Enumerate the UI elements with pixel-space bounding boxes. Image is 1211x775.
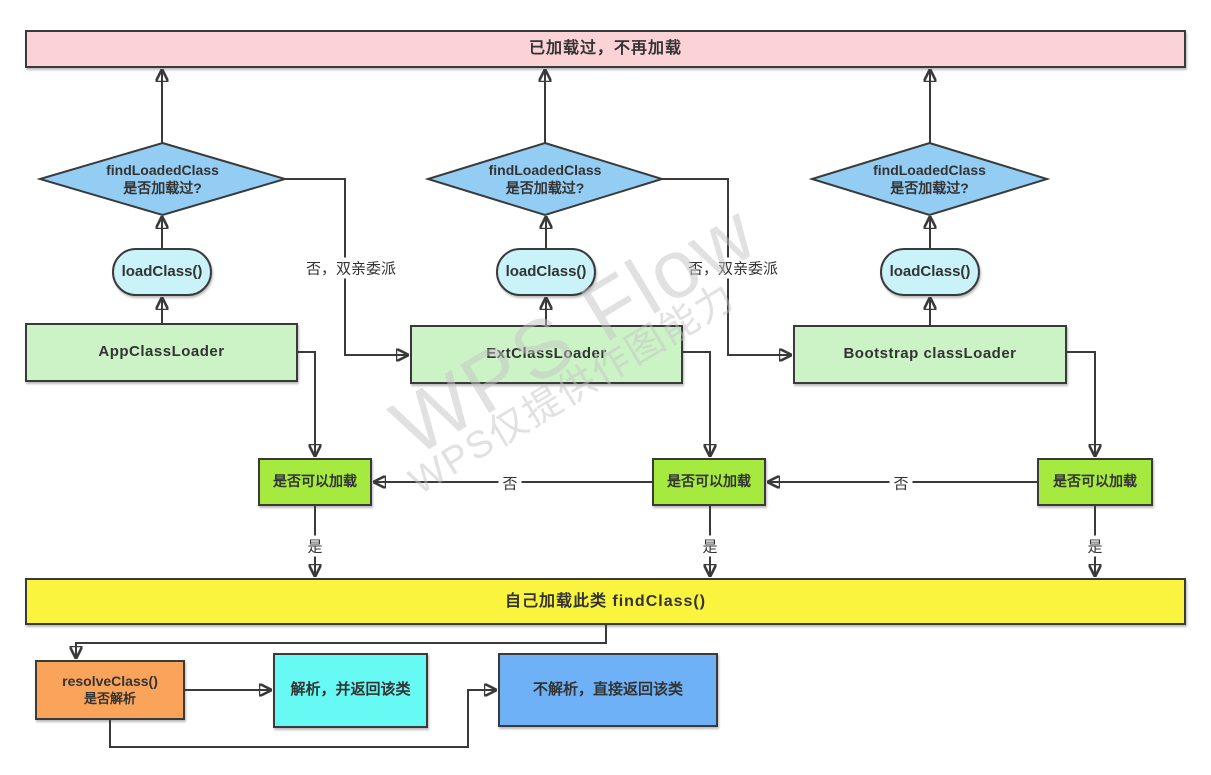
can-load-box-bootstrap: 是否可以加载	[1037, 458, 1153, 506]
find-loaded-class-diamond-ext: findLoadedClass 是否加载过?	[428, 143, 662, 215]
resolve-return-box: 解析，并返回该类	[273, 653, 428, 728]
find-loaded-class-diamond-bootstrap: findLoadedClass 是否加载过?	[812, 143, 1047, 215]
delegate-label-1: 否，双亲委派	[301, 257, 401, 279]
diamond-title: findLoadedClass	[873, 161, 986, 178]
diamond-shape	[428, 143, 662, 215]
no-label-1: 否	[498, 472, 522, 494]
can-load-box-ext: 是否可以加载	[652, 458, 766, 506]
already-loaded-bar: 已加载过，不再加载	[25, 30, 1186, 68]
edge-findclass-to-resolve	[76, 625, 607, 657]
edge-resolve-to-notresolved	[109, 690, 495, 748]
no-label-2: 否	[889, 472, 913, 494]
yes-label-3: 是	[1083, 535, 1107, 557]
find-class-bar: 自己加载此类 findClass()	[25, 578, 1186, 625]
edge-loader2-to-canload2	[683, 351, 710, 455]
edge-loader3-to-canload3	[1067, 351, 1095, 455]
app-class-loader-box: AppClassLoader	[25, 323, 298, 382]
delegate-label-2: 否，双亲委派	[683, 257, 783, 279]
diamond-question: 是否加载过?	[505, 180, 585, 196]
yes-label-2: 是	[698, 535, 722, 557]
ext-class-loader-box: ExtClassLoader	[410, 325, 683, 384]
diamond-title: findLoadedClass	[488, 161, 602, 178]
diamond-shape	[812, 143, 1047, 215]
resolve-title: resolveClass()	[62, 673, 158, 690]
diamond-question: 是否加载过?	[890, 180, 969, 196]
no-resolve-return-box: 不解析，直接返回该类	[498, 653, 718, 727]
load-class-node-app: loadClass()	[112, 248, 212, 296]
diamond-shape	[40, 143, 285, 215]
edge-loader1-to-canload1	[298, 351, 315, 455]
load-class-node-ext: loadClass()	[496, 248, 596, 296]
bootstrap-class-loader-box: Bootstrap classLoader	[793, 325, 1067, 384]
find-loaded-class-diamond-app: findLoadedClass 是否加载过?	[40, 143, 285, 215]
can-load-box-app: 是否可以加载	[258, 458, 372, 506]
load-class-node-bootstrap: loadClass()	[880, 248, 980, 296]
resolve-class-box: resolveClass() 是否解析	[35, 660, 185, 720]
yes-label-1: 是	[303, 535, 327, 557]
diamond-title: findLoadedClass	[106, 161, 219, 178]
resolve-question: 是否解析	[83, 690, 136, 706]
diamond-question: 是否加载过?	[123, 180, 202, 196]
